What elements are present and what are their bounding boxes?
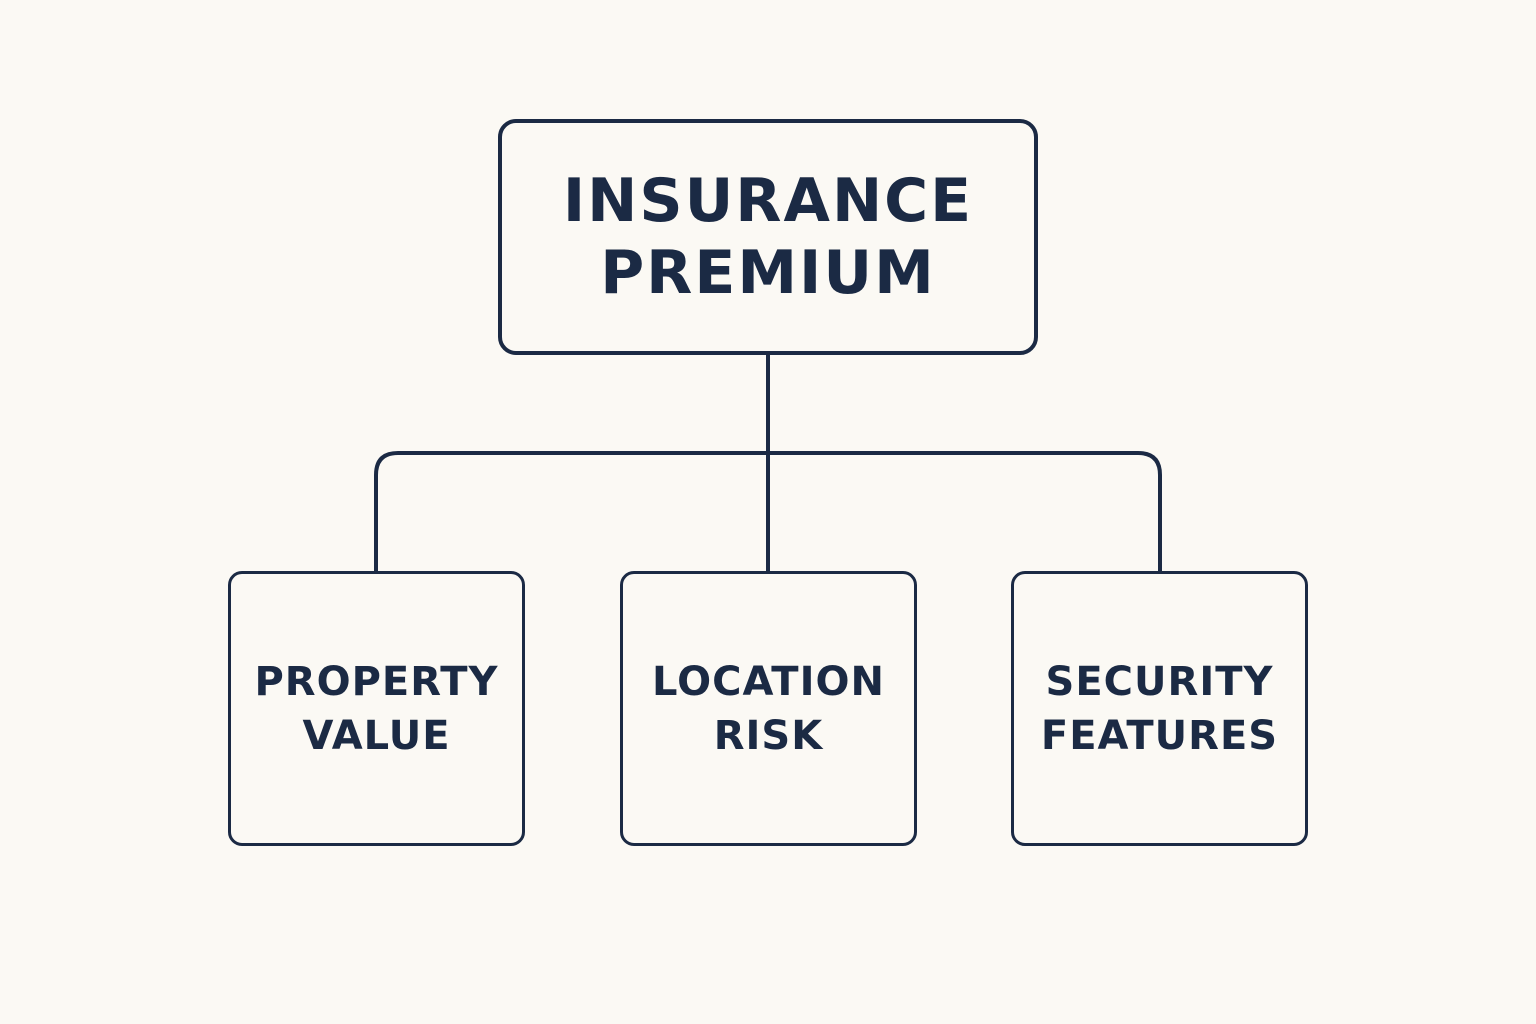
root-node-insurance-premium: INSURANCE PREMIUM <box>498 119 1038 355</box>
child-label-line-2: FEATURES <box>1040 712 1279 759</box>
child-label-line-2: VALUE <box>302 712 451 759</box>
root-label-line-1: INSURANCE <box>562 166 974 236</box>
child-label-line-2: RISK <box>713 712 824 759</box>
child-label-line-1: SECURITY <box>1045 658 1274 705</box>
child-label-line-1: LOCATION <box>652 658 885 705</box>
child-node-security-features: SECURITY FEATURES <box>1011 571 1308 846</box>
connector-branch <box>374 451 1162 571</box>
child-label-line-1: PROPERTY <box>254 658 499 705</box>
root-label-line-2: PREMIUM <box>600 238 936 308</box>
child-node-property-value: PROPERTY VALUE <box>228 571 525 846</box>
child-node-location-risk: LOCATION RISK <box>620 571 917 846</box>
